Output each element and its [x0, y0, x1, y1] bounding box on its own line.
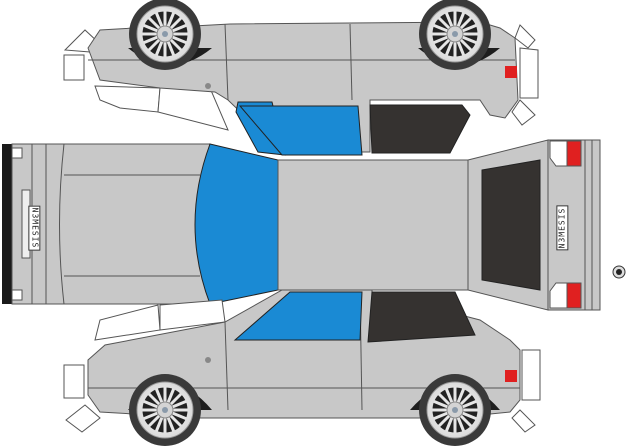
windshield [194, 143, 279, 305]
rear-side-window-bottom [367, 291, 476, 343]
front-side-window-bottom [233, 291, 363, 341]
rear-side-window-top [369, 104, 471, 154]
hood-panel [59, 143, 211, 305]
roof-panel [277, 159, 469, 291]
rear-window [481, 159, 541, 291]
rear-badge: N3MESIS [556, 205, 569, 251]
front-badge: N3MESIS [28, 205, 41, 251]
